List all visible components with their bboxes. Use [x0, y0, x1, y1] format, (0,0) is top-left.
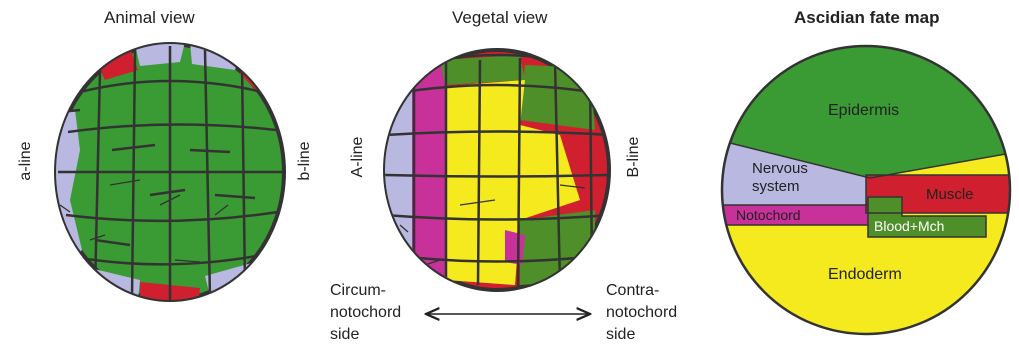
endoderm-label: Endoderm	[828, 266, 902, 284]
blood-mch-label: Blood+Mch	[874, 218, 944, 234]
notochord-label: Notochord	[736, 207, 801, 223]
A-line-label: A-line	[349, 127, 367, 187]
B-line-label: B-line	[625, 127, 643, 187]
animal-embryo	[40, 42, 284, 305]
nervous-label-2: system	[752, 178, 800, 195]
epidermis-label: Epidermis	[828, 102, 899, 120]
fate-map-title: Ascidian fate map	[794, 8, 940, 28]
animal-view-title: Animal view	[104, 8, 195, 28]
vegetal-embryo	[380, 38, 610, 300]
nervous-label-1: Nervous	[752, 160, 808, 177]
b-line-label: b-line	[296, 131, 314, 191]
muscle-label: Muscle	[926, 186, 974, 203]
a-line-label: a-line	[17, 131, 35, 191]
vegetal-view-title: Vegetal view	[452, 8, 547, 28]
